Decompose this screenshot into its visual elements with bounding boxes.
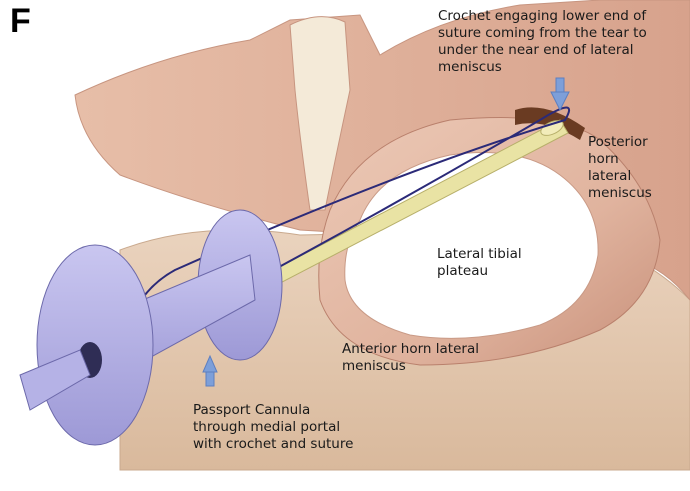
label-cannula: Passport Cannula through medial portal w… bbox=[193, 402, 353, 453]
label-lateral-tibial-plateau: Lateral tibial plateau bbox=[437, 246, 522, 280]
label-anterior-horn: Anterior horn lateral meniscus bbox=[342, 341, 479, 375]
label-crochet: Crochet engaging lower end of suture com… bbox=[438, 8, 647, 76]
panel-letter: F bbox=[10, 2, 31, 41]
label-posterior-horn: Posterior horn lateral meniscus bbox=[588, 134, 652, 202]
